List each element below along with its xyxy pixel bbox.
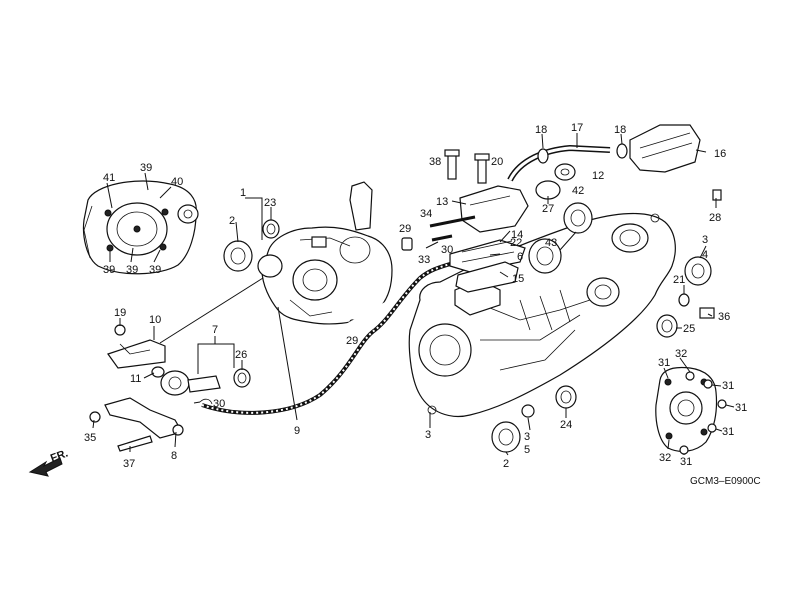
part-label-28: 28 (709, 212, 721, 224)
collar-22 (678, 293, 690, 307)
part-label-42: 42 (572, 185, 584, 197)
part-label-14: 14 (511, 229, 523, 241)
leader-lines-reed (425, 196, 549, 278)
part-label-29-bottom: 29 (346, 335, 358, 347)
part-label-3-case: 3 (425, 429, 431, 441)
part-label-8: 8 (171, 450, 177, 462)
part-label-31-right-bottom: 31 (722, 426, 734, 438)
left-crankcase (257, 181, 393, 325)
leader-lines-pump (92, 318, 243, 452)
front-direction-arrow: FR. (28, 447, 70, 477)
part-label-34: 34 (420, 208, 432, 220)
part-label-30-left: 30 (213, 398, 225, 410)
part-label-2-left: 2 (229, 215, 235, 227)
part-label-24: 24 (560, 419, 572, 431)
part-label-31-right-middle: 31 (735, 402, 747, 414)
part-label-26: 26 (235, 349, 247, 361)
part-label-10: 10 (149, 314, 161, 326)
bearing-42 (563, 202, 593, 234)
part-label-20: 20 (491, 156, 503, 168)
part-label-25: 25 (683, 323, 695, 335)
part-label-6: 6 (517, 251, 523, 263)
part-label-19: 19 (114, 307, 126, 319)
leader-lines-left-case (159, 197, 272, 344)
part-label-33: 33 (418, 254, 430, 266)
front-direction-label: FR. (49, 447, 70, 464)
leader-lines-cover (106, 172, 172, 263)
part-label-7: 7 (212, 324, 218, 336)
bearing-2 (223, 240, 253, 272)
bearing-43 (528, 238, 562, 274)
part-label-31-right-top: 31 (722, 380, 734, 392)
air-pipe-assembly (507, 124, 722, 201)
part-label-9: 9 (294, 425, 300, 437)
part-label-11: 11 (130, 373, 141, 385)
part-label-36: 36 (718, 311, 730, 323)
part-label-31-bottom: 31 (680, 456, 692, 468)
part-label-37: 37 (123, 458, 135, 470)
oil-seal-25 (656, 314, 678, 338)
leader-lines-cover-plate (663, 357, 735, 455)
reed-valve-assembly (429, 149, 561, 293)
part-number-labels: 41 39 40 39 39 39 1 23 2 29 29 19 10 7 2… (84, 122, 761, 487)
part-label-22: 22 (510, 237, 522, 249)
part-label-4: 4 (702, 249, 708, 261)
part-label-13: 13 (436, 196, 448, 208)
part-label-32-top: 32 (675, 348, 687, 360)
part-label-40: 40 (171, 176, 183, 188)
part-label-29-top: 29 (399, 223, 411, 235)
diagram-code: GCM3–E0900C (690, 476, 761, 487)
part-label-21: 21 (673, 274, 685, 286)
part-label-18-left: 18 (535, 124, 547, 136)
part-label-35: 35 (84, 432, 96, 444)
part-label-32-bottom: 32 (659, 452, 671, 464)
part-label-39-top: 39 (140, 162, 152, 174)
part-label-2-bottom: 2 (503, 458, 509, 470)
side-cover-assembly (82, 180, 199, 275)
leader-lines-right-case (505, 231, 713, 456)
part-label-41: 41 (103, 172, 115, 184)
part-label-16: 16 (714, 148, 726, 160)
part-label-38: 38 (429, 156, 441, 168)
part-label-1: 1 (240, 187, 246, 199)
oil-seal-12 (554, 163, 576, 181)
part-label-3-right: 3 (702, 234, 708, 246)
part-label-31-top-left: 31 (658, 357, 670, 369)
oil-seal-24 (555, 385, 577, 409)
bolt-36 (699, 307, 715, 319)
part-label-27: 27 (542, 203, 554, 215)
part-label-23: 23 (264, 197, 276, 209)
cover-plate-assembly (655, 366, 727, 455)
part-label-3-bottom: 3 (524, 431, 530, 443)
leader-lines-air (541, 133, 717, 208)
dowel-pin-29a (401, 237, 413, 251)
oil-hose-9 (201, 260, 457, 421)
oil-seal-23 (262, 219, 280, 239)
part-label-43: 43 (545, 237, 557, 249)
part-label-12: 12 (592, 170, 604, 182)
part-label-39-bottom-center: 39 (126, 264, 138, 276)
part-label-39-bottom-left: 39 (103, 264, 115, 276)
part-label-18-right: 18 (614, 124, 626, 136)
bearing-21 (684, 256, 712, 286)
part-label-39-bottom-right: 39 (149, 264, 161, 276)
part-label-5: 5 (524, 444, 530, 456)
bearing-3 (491, 421, 521, 453)
part-label-30-right: 30 (441, 244, 453, 256)
part-label-17: 17 (571, 122, 583, 134)
collar-5 (521, 404, 535, 418)
oil-pump-assembly (89, 324, 251, 452)
part-label-15: 15 (512, 273, 524, 285)
